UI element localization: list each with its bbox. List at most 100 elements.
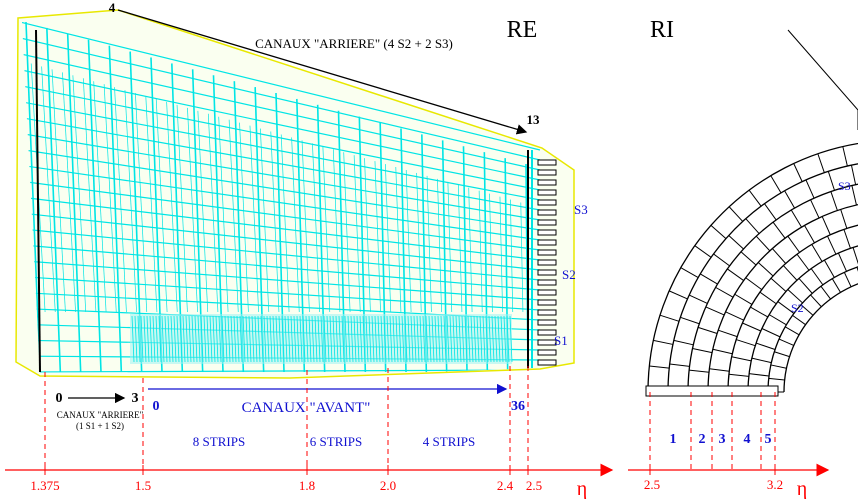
ri-detector <box>646 30 858 396</box>
ri-cell-edge <box>716 287 733 297</box>
ri-cell-edge <box>793 315 806 324</box>
ri-title: RI <box>650 17 674 43</box>
ri-outer-edge <box>788 30 858 130</box>
ri-cell-edge <box>771 176 781 193</box>
ri-cell-edge <box>653 340 673 344</box>
eta-tick-ri-32: 3.2 <box>767 477 783 492</box>
eta-axis-left: 1.375 1.5 1.8 2.0 2.4 2.5 η <box>5 465 612 499</box>
ri-cell-edge <box>771 365 787 368</box>
right-cell-box <box>538 210 556 215</box>
ri-cell-edge <box>750 307 767 317</box>
ri-cell-edge <box>695 246 711 258</box>
ri-cell-edge <box>669 291 687 299</box>
ri-cell-edge <box>711 225 726 238</box>
ri-cell-edge <box>752 358 771 362</box>
ri-cell-edge <box>838 253 846 271</box>
ri-cell-edge <box>783 266 797 281</box>
ri-cell-edge <box>713 349 732 353</box>
ri-cell-edge <box>818 154 825 173</box>
ri-cell-edge <box>824 260 834 277</box>
ri-region-3: 3 <box>719 432 726 447</box>
ri-cell-edge <box>788 236 800 252</box>
right-cell-box <box>538 280 556 285</box>
ri-cell-edge <box>843 147 848 166</box>
ri-cell-edge <box>785 191 795 208</box>
label-front-0: 0 <box>153 399 160 414</box>
ri-cell-edge <box>772 249 785 264</box>
ri-cell-edge <box>746 219 759 234</box>
right-cell-box <box>538 270 556 275</box>
ri-cell-edge <box>729 374 749 376</box>
ri-cell-edge <box>709 369 729 371</box>
strips-8-label: 8 STRIPS <box>193 434 245 449</box>
eta-tick-15: 1.5 <box>135 478 151 493</box>
ri-cell-edge <box>735 294 752 304</box>
rear-channels-small-sub: (1 S1 + 1 S2) <box>76 421 124 431</box>
label-front-36: 36 <box>511 399 525 414</box>
ri-cell-edge <box>727 269 743 281</box>
eta-axis-right: 2.5 3.2 η <box>628 465 828 499</box>
right-cell-box <box>538 250 556 255</box>
re-title: RE <box>507 17 538 43</box>
ri-cell-edge <box>681 268 698 278</box>
right-cell-box <box>538 350 556 355</box>
back-channels-title: CANAUX "ARRIERE" (4 S2 + 2 S3) <box>255 36 453 51</box>
re-s3-label: S3 <box>574 202 588 217</box>
ri-cell-edge <box>742 323 760 331</box>
right-cell-box <box>538 190 556 195</box>
eta-tick-1375: 1.375 <box>30 478 59 493</box>
ri-cell-edge <box>811 269 823 285</box>
ri-cell-edge <box>827 236 835 254</box>
ri-s3-label: S3 <box>838 179 851 193</box>
ri-cell-edge <box>674 340 693 344</box>
eta-tick-18: 1.8 <box>299 478 315 493</box>
ri-cell-edge <box>811 295 822 307</box>
ri-cell-edge <box>758 262 773 275</box>
ri-cell-edge <box>756 343 775 349</box>
right-cell-box <box>538 170 556 175</box>
right-cell-box <box>538 160 556 165</box>
ri-cell-edge <box>779 339 794 345</box>
right-cell-box <box>538 300 556 305</box>
ri-region-2: 2 <box>699 432 706 447</box>
eta-tick-24: 2.4 <box>497 478 514 493</box>
ri-arc <box>784 277 858 392</box>
ri-region-5: 5 <box>765 432 772 447</box>
right-cell-box <box>538 290 556 295</box>
right-cell-box <box>538 320 556 325</box>
right-cell-box <box>538 230 556 235</box>
ri-cell-edge <box>760 292 776 304</box>
ri-arc <box>688 182 858 392</box>
ri-region-4: 4 <box>744 432 751 447</box>
right-cell-box <box>538 180 556 185</box>
re-s2-label: S2 <box>562 267 576 282</box>
ri-cell-edge <box>718 330 737 336</box>
ri-cell-edge <box>726 312 744 320</box>
label-3: 3 <box>132 391 139 406</box>
strips-4-label: 4 STRIPS <box>423 434 475 449</box>
right-cell-box <box>538 360 556 365</box>
label-4: 4 <box>109 0 116 15</box>
ri-cell-edge <box>771 278 786 291</box>
ri-cell-edge <box>729 207 743 222</box>
ri-cell-edge <box>844 229 851 248</box>
label-0: 0 <box>56 391 63 406</box>
ri-cell-edge <box>689 370 709 372</box>
re-detector <box>16 10 574 378</box>
rear-channels-small: CANAUX "ARRIERE" <box>57 410 144 420</box>
ri-cell-edge <box>764 204 776 220</box>
ri-cell-edge <box>812 244 822 261</box>
ri-arc <box>748 241 858 392</box>
ri-cell-edge <box>822 216 830 234</box>
ri-cell-edge <box>791 210 801 227</box>
eta-symbol-right: η <box>797 478 807 499</box>
ri-cell-edge <box>660 315 679 321</box>
ri-cell-edge <box>746 278 762 290</box>
ri-cell-edge <box>749 190 761 206</box>
ri-cell-edge <box>785 327 799 335</box>
ri-cell-edge <box>811 200 819 218</box>
ri-cell-edge <box>797 254 809 270</box>
ri-cell-edge <box>769 378 785 380</box>
